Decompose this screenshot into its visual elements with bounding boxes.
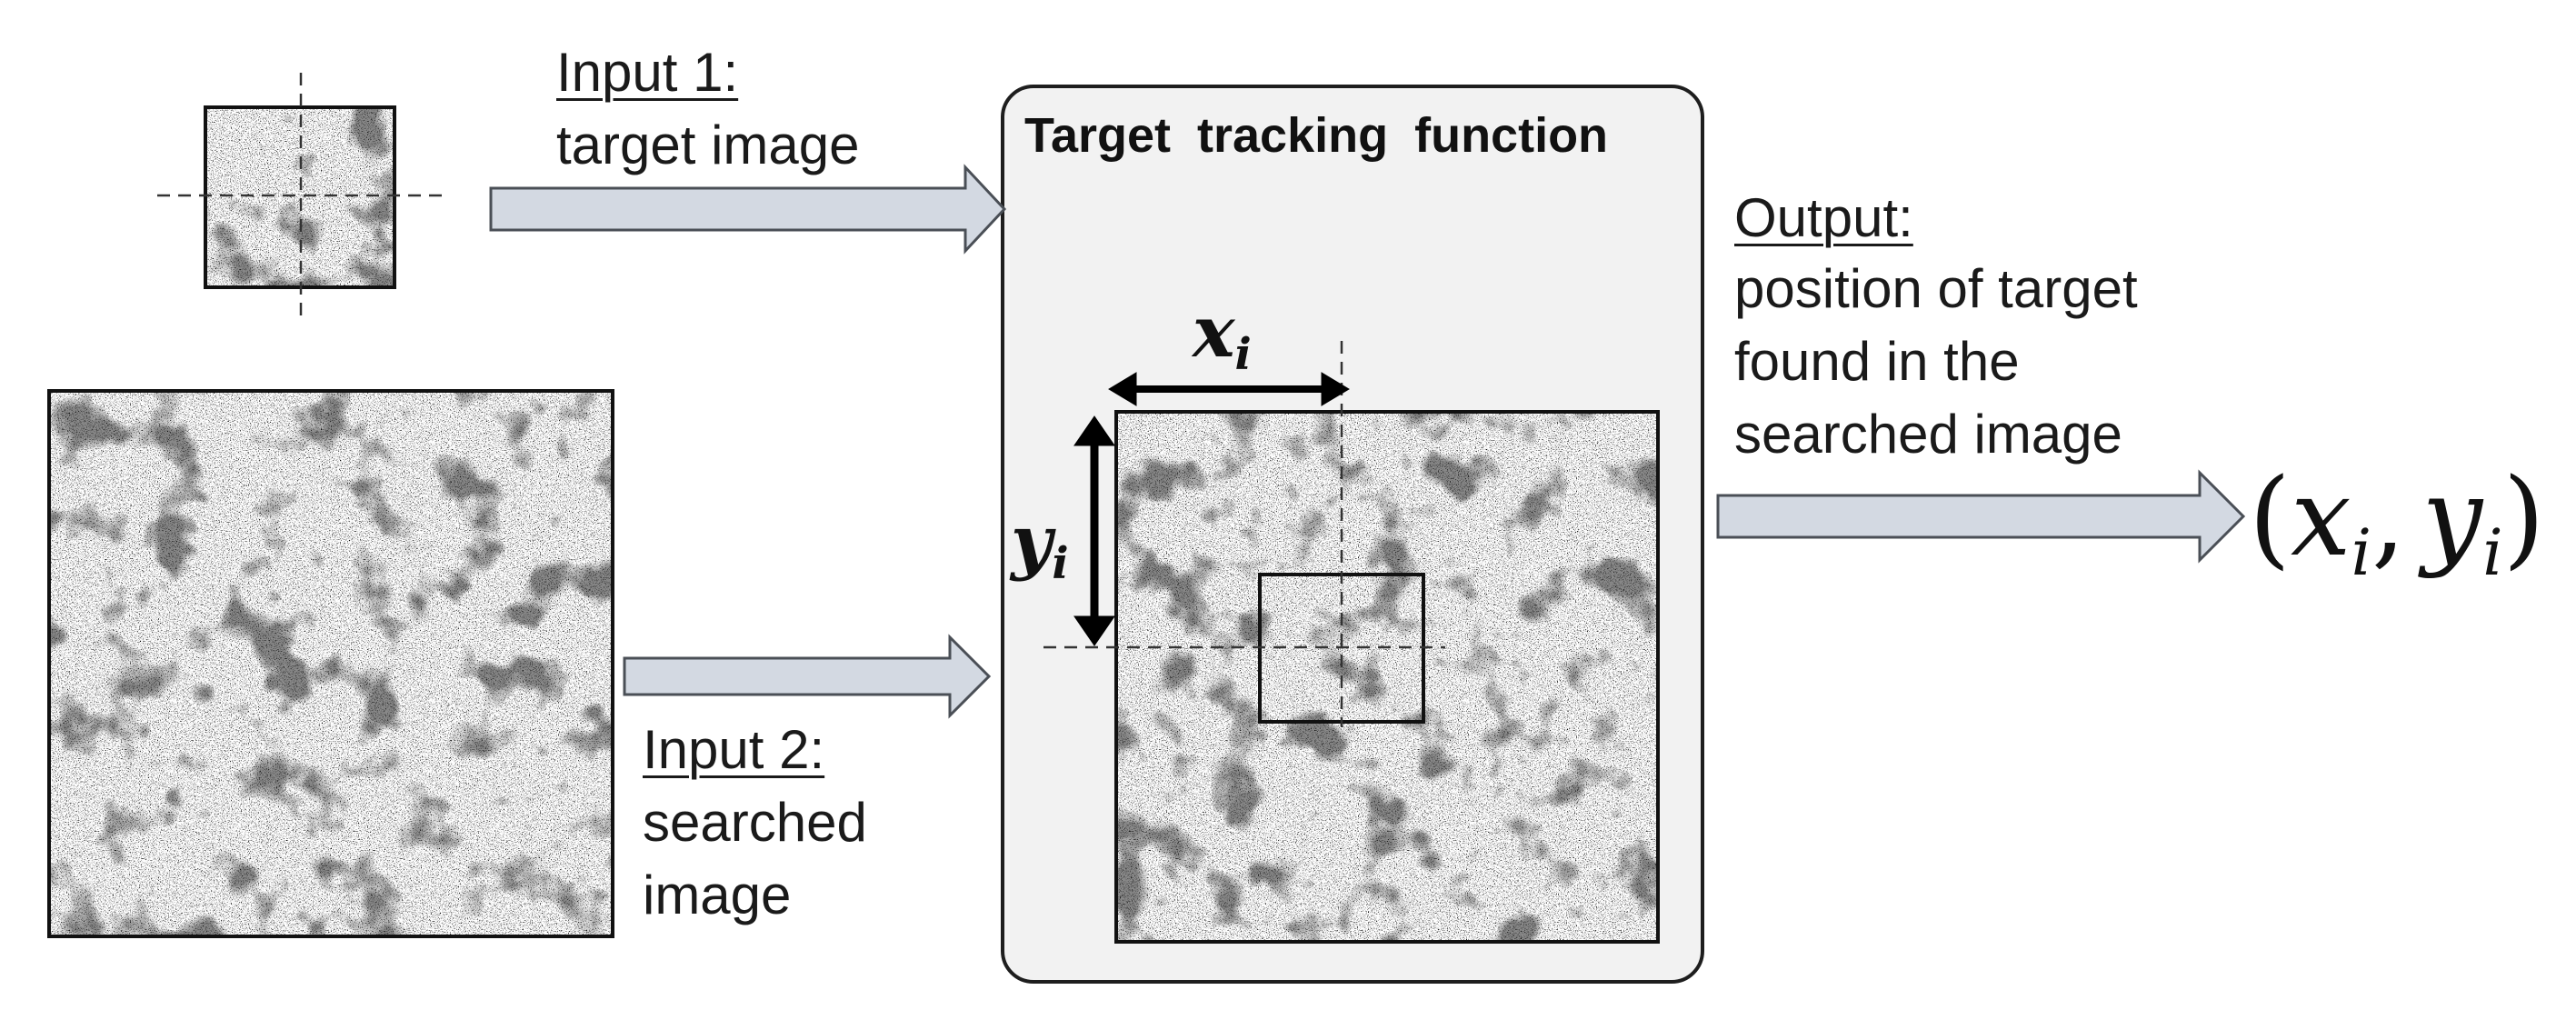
y-subscript: i [1052,538,1069,589]
input1-heading: Input 1: [556,42,739,103]
input1-text: target image [556,115,860,175]
output-line3: searched image [1734,404,2122,465]
output-arrow [1716,469,2246,564]
output-result: (xi,yi) [2249,455,2545,590]
result-close-paren: ) [2502,455,2545,580]
result-x-subscript: i [2351,515,2371,590]
result-x: x [2291,455,2351,580]
output-line2: found in the [1734,331,2020,392]
target-image [157,73,445,318]
input2-line1: searched [643,792,867,853]
input2-arrow [623,634,992,719]
result-y-subscript: i [2482,515,2503,590]
x-offset-arrow [1108,372,1350,406]
y-symbol: yi [1011,500,1069,589]
result-open-paren: ( [2249,455,2291,580]
function-title: Target tracking function [1024,108,1609,163]
x-symbol: xi [1193,291,1252,380]
input2-heading: Input 2: [643,719,825,780]
searched-image-in-function [1043,341,1660,944]
result-y: y [2421,455,2483,580]
result-comma: , [2371,455,2406,580]
input2-line2: image [643,865,792,925]
searched-image [47,389,614,938]
output-line1: position of target [1734,258,2138,319]
output-heading: Output: [1734,187,1913,248]
y-offset-arrow [1073,415,1115,646]
x-subscript: i [1234,329,1252,380]
input1-arrow [489,164,1007,255]
